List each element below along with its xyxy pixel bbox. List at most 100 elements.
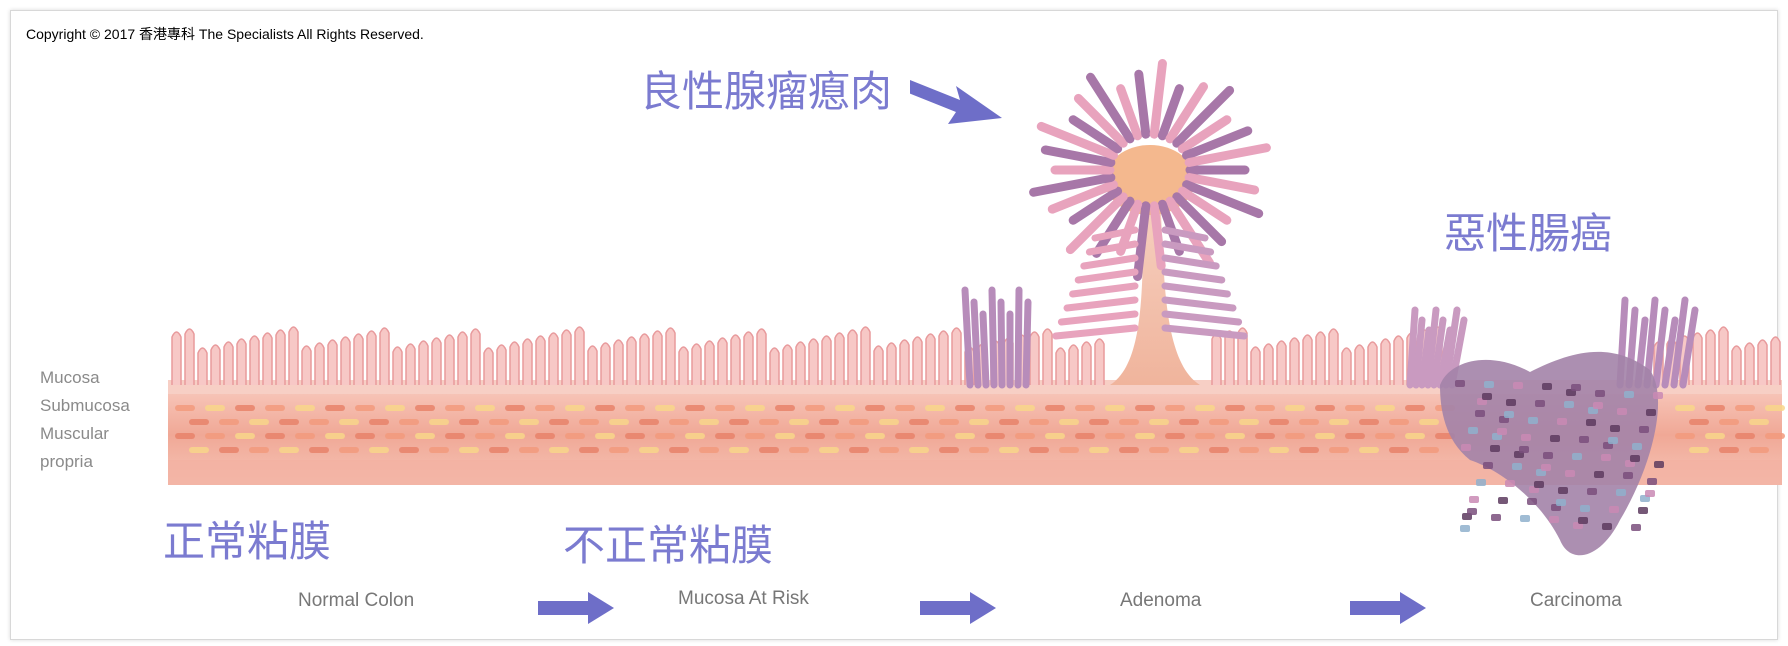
villus: [796, 342, 805, 385]
stage-arrow-2: [920, 592, 996, 624]
muscle-cell: [595, 433, 615, 439]
muscle-cell: [939, 447, 959, 453]
cancer-cell: [1484, 381, 1494, 388]
muscle-cell: [1359, 447, 1379, 453]
cancer-cell: [1654, 461, 1664, 468]
villus: [926, 334, 935, 385]
cancer-cell: [1543, 452, 1553, 459]
cancer-cell: [1528, 417, 1538, 424]
villus: [1381, 339, 1390, 385]
villus: [536, 336, 545, 385]
muscle-cell: [969, 419, 989, 425]
muscle-cell: [925, 405, 945, 411]
label-abnormal-mucosa: 不正常粘膜: [563, 512, 773, 573]
villus: [861, 327, 870, 385]
muscle-cell: [385, 433, 405, 439]
dysplastic-frond: [1018, 290, 1019, 385]
villus: [653, 331, 662, 385]
villus: [1771, 337, 1780, 385]
stage-carcinoma: Carcinoma: [1530, 590, 1622, 612]
muscle-cell: [579, 419, 599, 425]
villus: [1056, 348, 1065, 385]
muscle-cell: [819, 419, 839, 425]
villus: [484, 348, 493, 385]
muscle-cell: [1135, 405, 1155, 411]
muscle-cell: [1149, 419, 1169, 425]
muscle-cell: [879, 419, 899, 425]
cancer-cell: [1586, 419, 1596, 426]
muscle-cell: [235, 433, 255, 439]
cancer-cell: [1564, 401, 1574, 408]
muscle-cell: [205, 405, 225, 411]
muscle-cell: [369, 447, 389, 453]
polyp-pointer-arrow: [910, 70, 1005, 130]
muscle-cell: [429, 419, 449, 425]
cancer-cell: [1647, 478, 1657, 485]
muscle-cell: [865, 405, 885, 411]
muscle-cell: [1345, 405, 1365, 411]
muscle-cell: [895, 405, 915, 411]
muscle-cell: [1749, 447, 1769, 453]
muscle-cell: [339, 419, 359, 425]
cancer-cell: [1542, 383, 1552, 390]
muscle-cell: [475, 405, 495, 411]
muscle-cell: [295, 405, 315, 411]
muscle-cell: [789, 447, 809, 453]
layer-propria: propria: [40, 448, 130, 476]
muscle-cell: [1299, 447, 1319, 453]
villus: [1277, 341, 1286, 385]
cancer-cell: [1461, 444, 1471, 451]
cancer-cell: [1497, 428, 1507, 435]
muscle-cell: [969, 447, 989, 453]
muscle-cell: [279, 419, 299, 425]
muscle-cell: [1089, 447, 1109, 453]
muscle-cell: [1269, 419, 1289, 425]
villus: [1368, 342, 1377, 385]
muscle-cell: [175, 433, 195, 439]
muscle-cell: [549, 419, 569, 425]
muscle-cell: [639, 419, 659, 425]
villus: [614, 340, 623, 385]
villus: [848, 330, 857, 385]
polyp-frond: [1154, 63, 1162, 134]
muscle-cell: [265, 433, 285, 439]
muscle-cell: [1389, 419, 1409, 425]
villus: [588, 346, 597, 385]
muscle-cell: [1045, 405, 1065, 411]
muscle-cell: [1375, 405, 1395, 411]
muscle-cell: [445, 405, 465, 411]
muscle-cell: [909, 447, 929, 453]
cancer-cell: [1521, 434, 1531, 441]
villus: [1212, 334, 1221, 385]
cancer-cell: [1483, 462, 1493, 469]
stage-normal-colon: Normal Colon: [298, 590, 414, 612]
villus: [328, 340, 337, 385]
muscle-cell: [1359, 419, 1379, 425]
dysplastic-frond: [992, 290, 994, 385]
muscle-cell: [339, 447, 359, 453]
muscle-cell: [1765, 405, 1785, 411]
muscle-cell: [1029, 419, 1049, 425]
muscle-cell: [189, 419, 209, 425]
cancer-cell: [1580, 505, 1590, 512]
cancer-cell: [1558, 487, 1568, 494]
villus: [406, 344, 415, 385]
dysplastic-frond: [1026, 302, 1028, 385]
muscle-cell: [1059, 419, 1079, 425]
villus: [1693, 333, 1702, 385]
villus: [887, 343, 896, 385]
muscle-cell: [1705, 433, 1725, 439]
muscle-cell: [1689, 419, 1709, 425]
muscle-cell: [1299, 419, 1319, 425]
label-normal-mucosa: 正常粘膜: [163, 508, 331, 569]
muscle-cell: [729, 419, 749, 425]
muscle-cell: [175, 405, 195, 411]
villus: [1329, 329, 1338, 385]
muscle-cell: [655, 405, 675, 411]
cancer-cell: [1556, 499, 1566, 506]
muscle-cell: [985, 405, 1005, 411]
cancer-cell: [1460, 525, 1470, 532]
villus: [211, 345, 220, 385]
polyp-frond: [1056, 328, 1135, 336]
muscle-cell: [1675, 433, 1695, 439]
